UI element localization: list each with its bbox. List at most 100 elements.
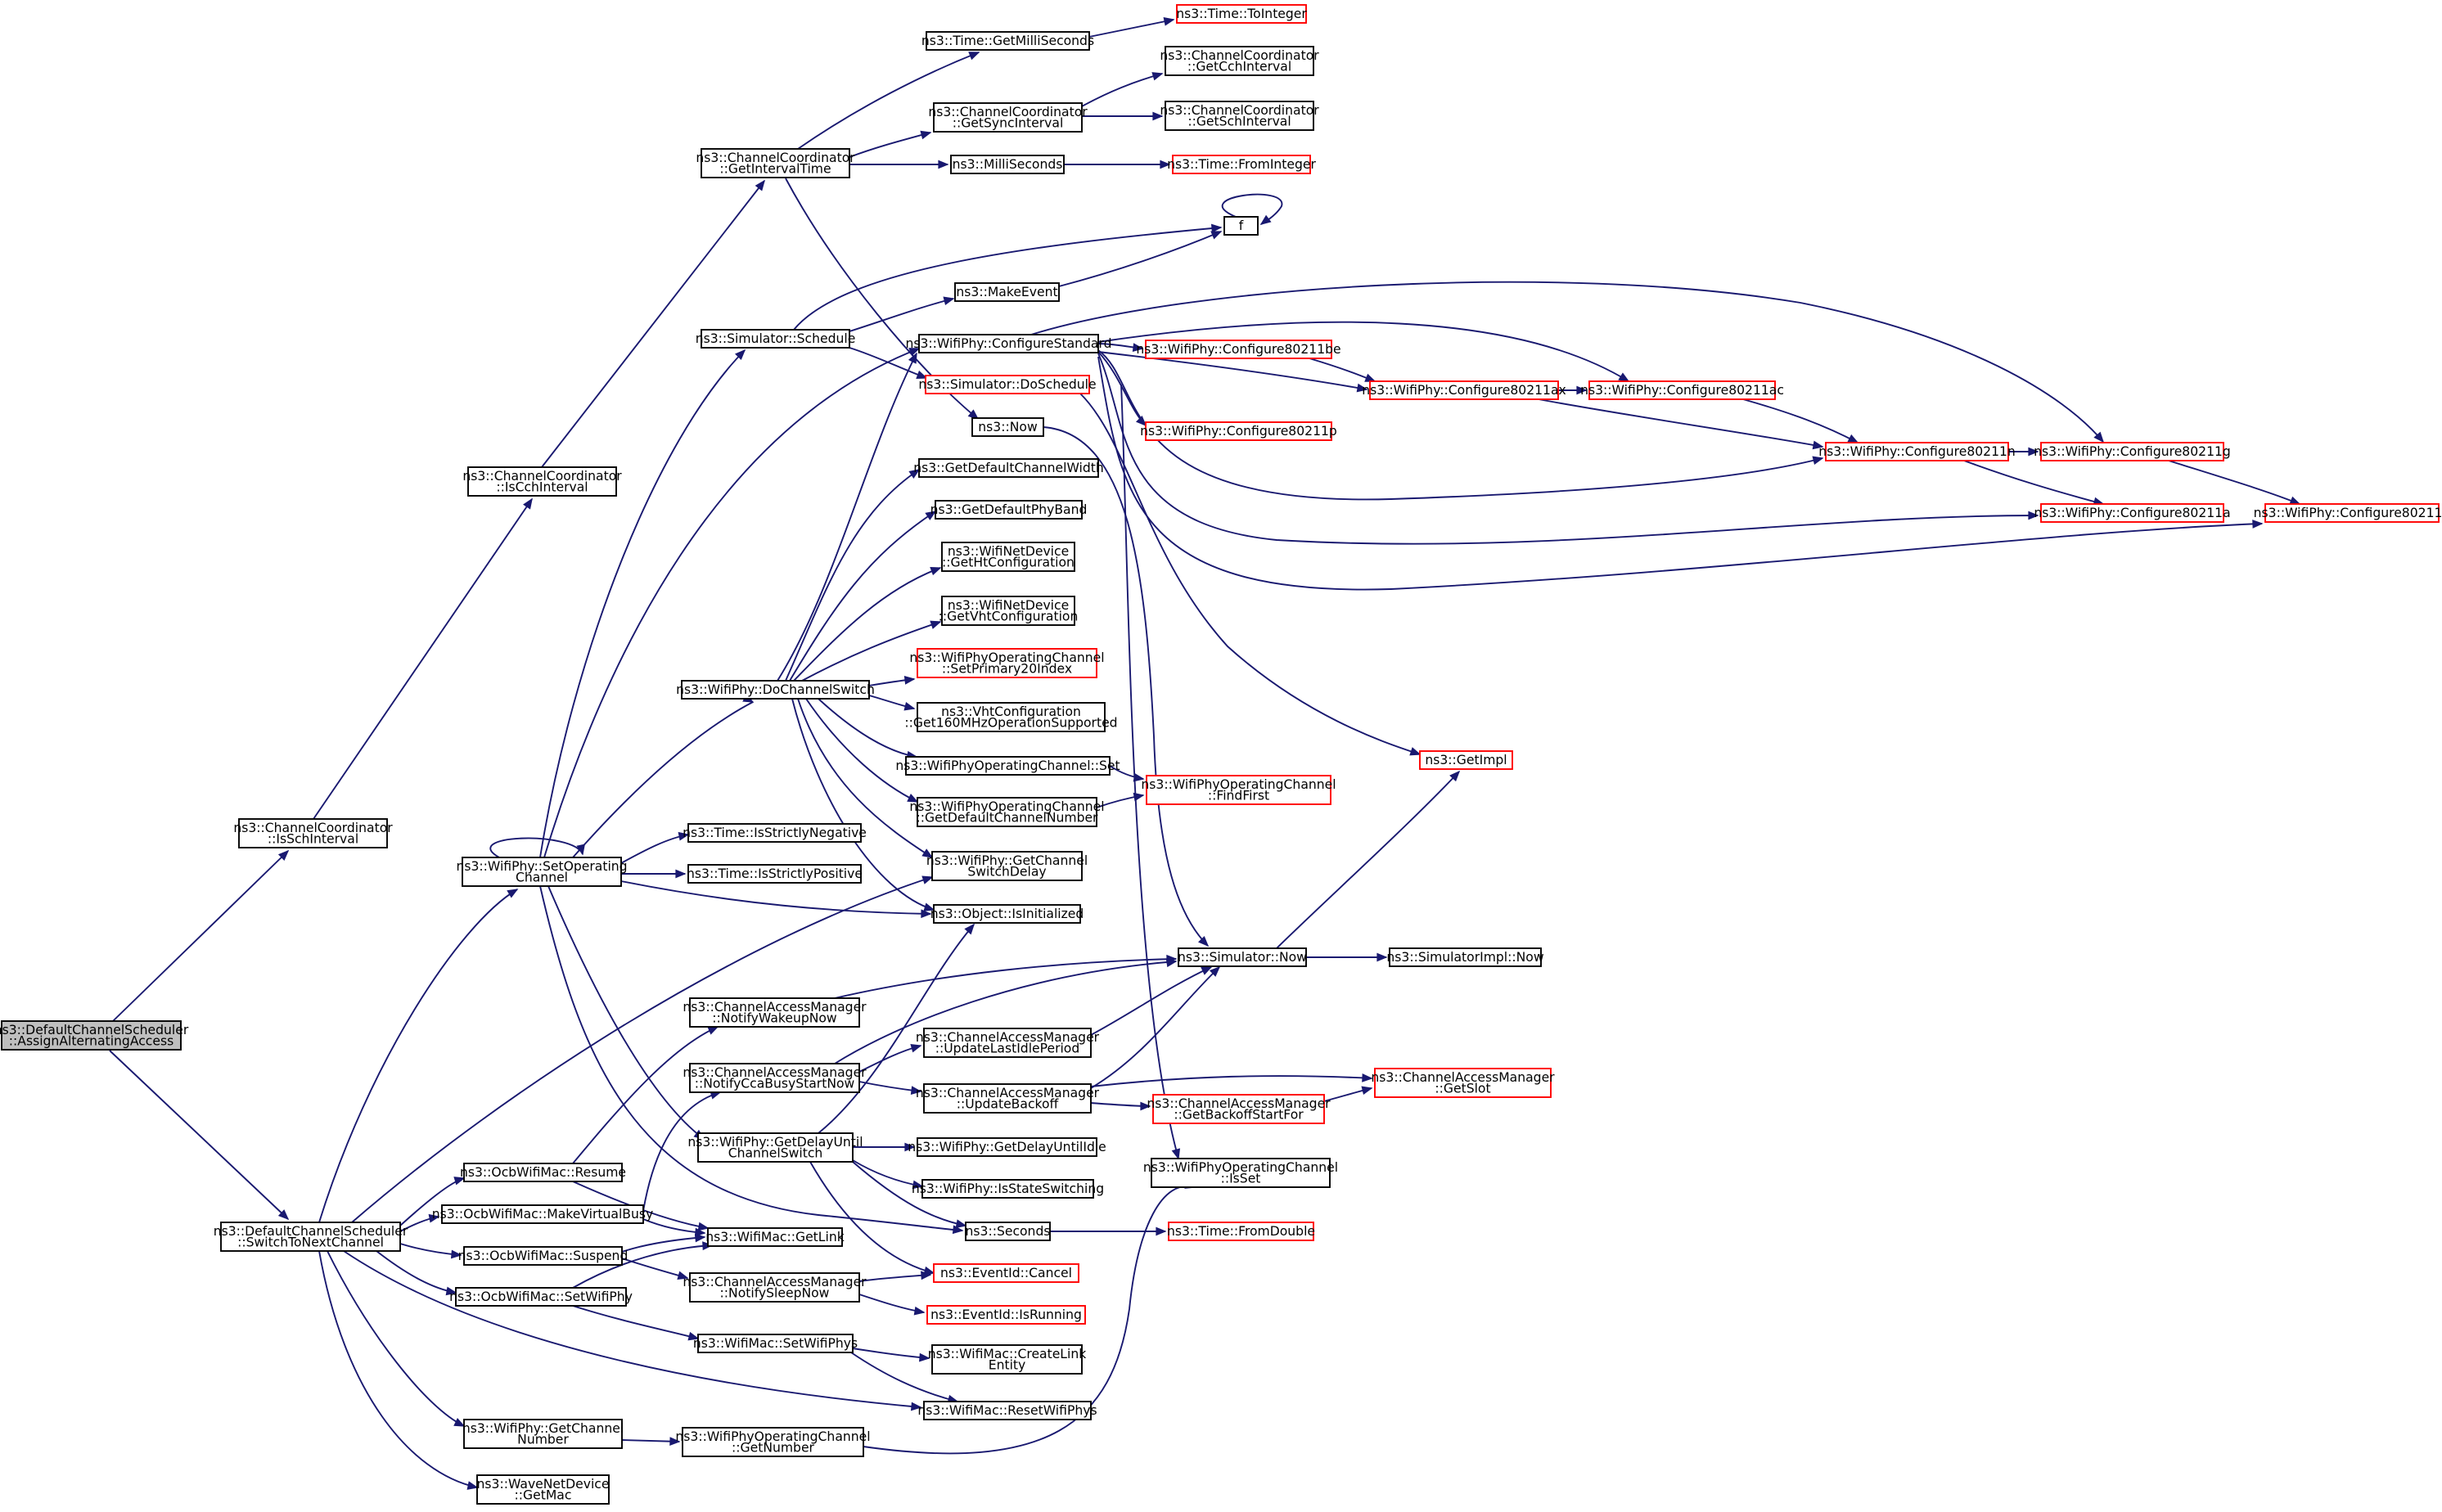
node-get-milli-seconds[interactable]: ns3::Time::GetMilliSeconds (921, 31, 1094, 51)
node-box[interactable] (921, 1179, 1094, 1199)
node-box[interactable] (1152, 1094, 1325, 1124)
node-box[interactable] (697, 1132, 854, 1163)
node-set-wifi-phy[interactable]: ns3::OcbWifiMac::SetWifiPhy (449, 1287, 633, 1307)
node-configure80211g[interactable]: ns3::WifiPhy::Configure80211g (2034, 442, 2231, 461)
node-box[interactable] (1419, 750, 1513, 770)
node-box[interactable] (467, 466, 617, 497)
node-box[interactable] (917, 648, 1097, 678)
node-suspend[interactable]: ns3::OcbWifiMac::Suspend (458, 1246, 629, 1266)
node-box[interactable] (931, 1344, 1083, 1375)
node-is-strictly-negative[interactable]: ns3::Time::IsStrictlyNegative (683, 823, 867, 843)
node-box[interactable] (701, 148, 850, 178)
node-box[interactable] (1145, 421, 1332, 441)
node-box[interactable] (1146, 775, 1331, 805)
node-get-default-channel-number[interactable]: ns3::WifiPhyOperatingChannel::GetDefault… (909, 797, 1105, 827)
node-box[interactable] (2040, 442, 2224, 461)
node-op-channel-set[interactable]: ns3::WifiPhyOperatingChannel::Set (895, 756, 1120, 776)
node-find-first[interactable]: ns3::WifiPhyOperatingChannel::FindFirst (1141, 775, 1336, 805)
node-reset-wifi-phys[interactable]: ns3::WifiMac::ResetWifiPhys (917, 1401, 1097, 1420)
node-set-primary20-index[interactable]: ns3::WifiPhyOperatingChannel::SetPrimary… (909, 648, 1105, 678)
node-configure80211n[interactable]: ns3::WifiPhy::Configure80211n (1818, 442, 2016, 461)
node-box[interactable] (1172, 155, 1311, 174)
node-now[interactable]: ns3::Now (971, 417, 1044, 437)
node-box[interactable] (917, 797, 1097, 827)
node-simulator-impl-now[interactable]: ns3::SimulatorImpl::Now (1386, 947, 1544, 967)
node-box[interactable] (1369, 380, 1559, 400)
node-box[interactable] (463, 1419, 623, 1449)
node-get-delay-until-idle[interactable]: ns3::WifiPhy::GetDelayUntilIdle (908, 1137, 1106, 1157)
node-box[interactable] (933, 102, 1083, 133)
node-box[interactable] (933, 904, 1081, 924)
node-seconds[interactable]: ns3::Seconds (965, 1222, 1051, 1241)
node-set-wifi-phys[interactable]: ns3::WifiMac::SetWifiPhys (693, 1334, 858, 1353)
node-box[interactable] (1145, 340, 1332, 359)
node-box[interactable] (923, 1083, 1092, 1114)
node-get160-mhz[interactable]: ns3::VhtConfiguration::Get160MHzOperatio… (904, 702, 1118, 732)
node-box[interactable] (1588, 380, 1776, 400)
node-get-cch-interval[interactable]: ns3::ChannelCoordinator::GetCchInterval (1160, 46, 1319, 76)
node-update-last-idle-period[interactable]: ns3::ChannelAccessManager::UpdateLastIdl… (916, 1028, 1100, 1058)
node-event-id-cancel[interactable]: ns3::EventId::Cancel (933, 1263, 1079, 1283)
node-get-sch-interval[interactable]: ns3::ChannelCoordinator::GetSchInterval (1160, 101, 1319, 131)
node-box[interactable] (1389, 947, 1542, 967)
node-box[interactable] (689, 1272, 860, 1303)
node-get-sync-interval[interactable]: ns3::ChannelCoordinator::GetSyncInterval (928, 102, 1088, 133)
node-box[interactable] (923, 1401, 1092, 1420)
node-box[interactable] (917, 1137, 1097, 1157)
node-box[interactable] (917, 702, 1106, 732)
node-root[interactable]: ns3::DefaultChannelScheduler::AssignAlte… (0, 1020, 189, 1051)
node-box[interactable] (933, 1263, 1079, 1283)
node-from-integer[interactable]: ns3::Time::FromInteger (1167, 155, 1316, 174)
node-box[interactable] (950, 155, 1065, 174)
node-notify-cca-busy-start-now[interactable]: ns3::ChannelAccessManager::NotifyCcaBusy… (683, 1063, 867, 1093)
node-box[interactable] (682, 1427, 864, 1457)
node-box[interactable] (2264, 503, 2440, 523)
node-box[interactable] (707, 1227, 843, 1247)
node-box[interactable] (1168, 1222, 1314, 1241)
node-configure80211ax[interactable]: ns3::WifiPhy::Configure80211ax (1362, 380, 1566, 400)
node-box[interactable] (926, 1305, 1086, 1325)
node-do-channel-switch[interactable]: ns3::WifiPhy::DoChannelSwitch (676, 680, 875, 700)
node-box[interactable] (926, 31, 1090, 51)
node-get-backoff-start-for[interactable]: ns3::ChannelAccessManager::GetBackoffSta… (1147, 1094, 1331, 1124)
node-get-impl[interactable]: ns3::GetImpl (1419, 750, 1513, 770)
node-notify-wakeup-now[interactable]: ns3::ChannelAccessManager::NotifyWakeupN… (683, 997, 867, 1028)
node-box[interactable] (687, 864, 862, 884)
node-is-state-switching[interactable]: ns3::WifiPhy::IsStateSwitching (912, 1179, 1104, 1199)
node-configure80211be[interactable]: ns3::WifiPhy::Configure80211be (1136, 340, 1341, 359)
node-box[interactable] (1223, 216, 1259, 236)
node-configure-standard[interactable]: ns3::WifiPhy::ConfigureStandard (905, 334, 1112, 353)
node-box[interactable] (954, 282, 1060, 302)
node-milli-seconds[interactable]: ns3::MilliSeconds (950, 155, 1065, 174)
node-box[interactable] (2040, 503, 2224, 523)
node-switch-to-next-channel[interactable]: ns3::DefaultChannelScheduler::SwitchToNe… (214, 1222, 408, 1252)
node-f[interactable]: f (1223, 216, 1259, 236)
node-do-schedule[interactable]: ns3::Simulator::DoSchedule (918, 375, 1097, 394)
node-box[interactable] (455, 1287, 627, 1307)
node-get-link[interactable]: ns3::WifiMac::GetLink (705, 1227, 845, 1247)
node-box[interactable] (689, 1063, 860, 1093)
node-box[interactable] (965, 1222, 1051, 1241)
node-get-slot[interactable]: ns3::ChannelAccessManager::GetSlot (1371, 1068, 1555, 1098)
node-is-initialized[interactable]: ns3::Object::IsInitialized (930, 904, 1084, 924)
node-box[interactable] (905, 756, 1111, 776)
node-box[interactable] (687, 823, 862, 843)
node-get-ht-configuration[interactable]: ns3::WifiNetDevice::GetHtConfiguration (941, 542, 1075, 572)
node-box[interactable] (220, 1222, 401, 1252)
node-box[interactable] (1165, 46, 1314, 76)
node-box[interactable] (463, 1246, 623, 1266)
node-box[interactable] (681, 680, 870, 700)
node-to-integer[interactable]: ns3::Time::ToInteger (1176, 4, 1307, 24)
node-make-virtual-busy[interactable]: ns3::OcbWifiMac::MakeVirtualBusy (432, 1204, 653, 1224)
node-is-sch-interval[interactable]: ns3::ChannelCoordinator::IsSchInterval (233, 818, 393, 848)
node-box[interactable] (923, 1028, 1092, 1058)
node-is-strictly-positive[interactable]: ns3::Time::IsStrictlyPositive (687, 864, 863, 884)
node-schedule[interactable]: ns3::Simulator::Schedule (696, 329, 856, 349)
node-box[interactable] (462, 857, 622, 887)
node-is-cch-interval[interactable]: ns3::ChannelCoordinator::IsCchInterval (462, 466, 622, 497)
node-box[interactable] (1176, 4, 1307, 24)
